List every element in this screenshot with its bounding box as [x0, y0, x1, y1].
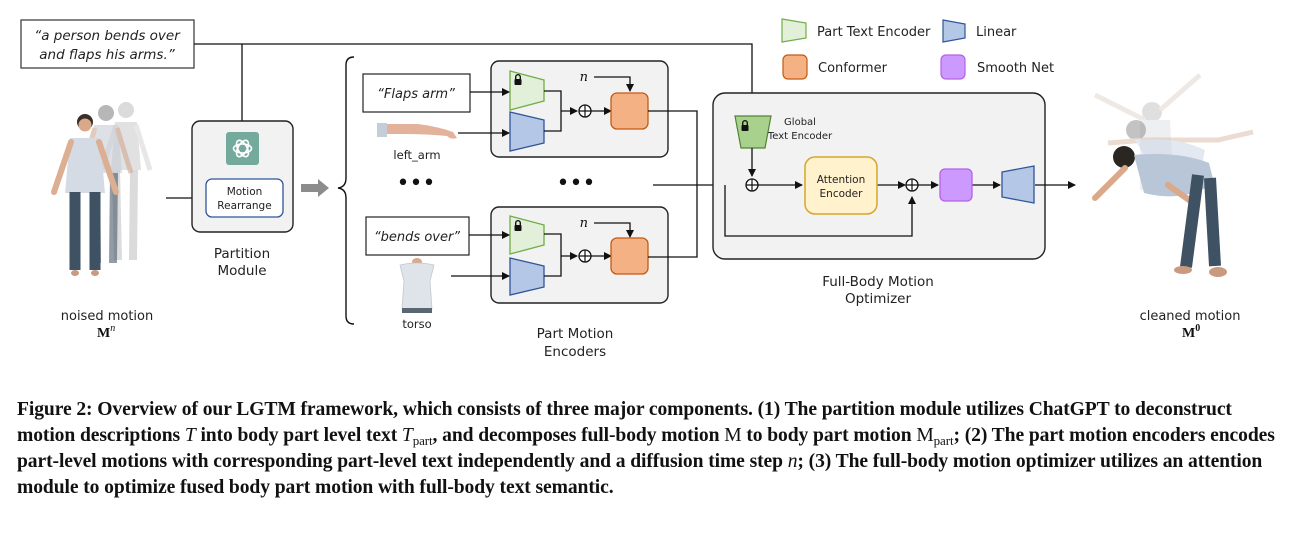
- cleaned-motion-figure: [1092, 73, 1254, 277]
- linear-icon: [509, 111, 545, 152]
- partition-module-title-line1: Partition: [214, 246, 270, 262]
- add-operator-icon: [578, 104, 592, 118]
- part-encoder-torso: “bends over” torso n: [365, 206, 669, 331]
- motion-rearrange-line2: Rearrange: [217, 200, 271, 212]
- add-operator-icon: [745, 178, 759, 192]
- attention-encoder-line1: Attention: [817, 174, 865, 186]
- conformer-icon: [610, 237, 649, 275]
- cleaned-motion-symbol: M0: [1182, 323, 1200, 341]
- part-encoders-title-line2: Encoders: [544, 344, 606, 360]
- caption-seg2: into body part level text: [195, 425, 402, 446]
- ellipsis-left: •••: [397, 171, 436, 196]
- caption-seg3: , and decomposes full-body motion: [432, 425, 725, 446]
- motion-rearrange-box: Motion Rearrange: [205, 178, 284, 218]
- brace-icon: [337, 56, 355, 325]
- legend-smooth-net-icon: [940, 54, 966, 80]
- prompt-text-line2: and flaps his arms.”: [39, 47, 176, 63]
- legend-conformer-icon: [782, 54, 808, 80]
- full-body-motion-optimizer: Global Text Encoder Attention Encoder: [712, 92, 1076, 260]
- caption-lead: Figure 2: Overview of our LGTM framework…: [17, 399, 1232, 446]
- caption-var-M: M: [724, 425, 742, 446]
- legend-smooth-net: Smooth Net: [977, 61, 1054, 76]
- noised-motion-symbol: Mn: [97, 323, 115, 341]
- optimizer-title-line2: Optimizer: [845, 291, 912, 307]
- cleaned-motion-label: cleaned motion: [1140, 309, 1241, 324]
- part-encoder-left-arm: “Flaps arm” left_arm n: [362, 60, 669, 162]
- partition-module: Motion Rearrange: [191, 120, 294, 233]
- part-text-box: [365, 216, 470, 256]
- global-text-encoder-icon: [734, 115, 772, 149]
- torso-image: [399, 258, 435, 313]
- framework-diagram: “a person bends over and flaps his arms.…: [20, 18, 1254, 360]
- add-operator-icon: [905, 178, 919, 192]
- ellipsis-center: •••: [557, 171, 596, 196]
- caption-seg5: ; (2) The part motion encoders encodes p…: [17, 425, 1275, 472]
- linear-icon: [1001, 165, 1035, 204]
- motion-rearrange-line1: Motion: [227, 186, 263, 198]
- caption-sub-part-1: part: [412, 433, 433, 448]
- attention-encoder-box: Attention Encoder: [804, 156, 878, 215]
- part-label: left_arm: [393, 148, 440, 162]
- noised-motion-figure: [51, 102, 153, 276]
- part-text-box: [362, 73, 471, 113]
- legend-linear-icon: [942, 19, 966, 43]
- legend-conformer: Conformer: [818, 61, 888, 76]
- chatgpt-logo-icon: [226, 132, 259, 165]
- partition-module-title-line2: Module: [217, 263, 266, 279]
- caption-var-n: n: [787, 451, 798, 472]
- left-arm-image: [377, 123, 457, 139]
- add-operator-icon: [578, 249, 592, 263]
- caption-sub-part-2: part: [933, 433, 954, 448]
- grey-arrow-icon: [301, 179, 329, 197]
- part-label: torso: [402, 317, 431, 331]
- caption-var-T: T: [184, 425, 196, 446]
- caption-seg6: ; (3) The full-body motion optimizer uti…: [17, 451, 1263, 498]
- global-text-encoder-line1: Global: [784, 117, 816, 128]
- time-step-n: n: [580, 70, 588, 85]
- part-encoders-title-line1: Part Motion: [537, 326, 614, 342]
- legend-part-text-encoder: Part Text Encoder: [817, 25, 931, 40]
- legend-linear: Linear: [976, 25, 1017, 40]
- figure-caption: Figure 2: Overview of our LGTM framework…: [17, 397, 1279, 501]
- global-text-encoder-line2: Text Encoder: [767, 131, 833, 142]
- prompt-text-box: “a person bends over and flaps his arms.…: [20, 19, 195, 69]
- caption-seg4: to body part motion: [741, 425, 917, 446]
- smooth-net-icon: [939, 168, 973, 202]
- noised-motion-label: noised motion: [61, 309, 153, 324]
- legend: Part Text Encoder Linear Conformer Smoot…: [781, 18, 1054, 80]
- legend-part-text-encoder-icon: [781, 18, 807, 43]
- linear-icon: [509, 257, 545, 296]
- part-text: “Flaps arm”: [377, 87, 455, 102]
- conformer-icon: [610, 92, 649, 130]
- caption-var-Tpart: T: [401, 425, 413, 446]
- body-front: [51, 114, 119, 276]
- part-text: “bends over”: [374, 230, 460, 245]
- optimizer-title-line1: Full-Body Motion: [822, 274, 934, 290]
- prompt-text-line1: “a person bends over: [34, 28, 181, 44]
- caption-var-Mpart: M: [916, 425, 934, 446]
- time-step-n: n: [580, 216, 588, 231]
- attention-encoder-line2: Encoder: [820, 188, 864, 200]
